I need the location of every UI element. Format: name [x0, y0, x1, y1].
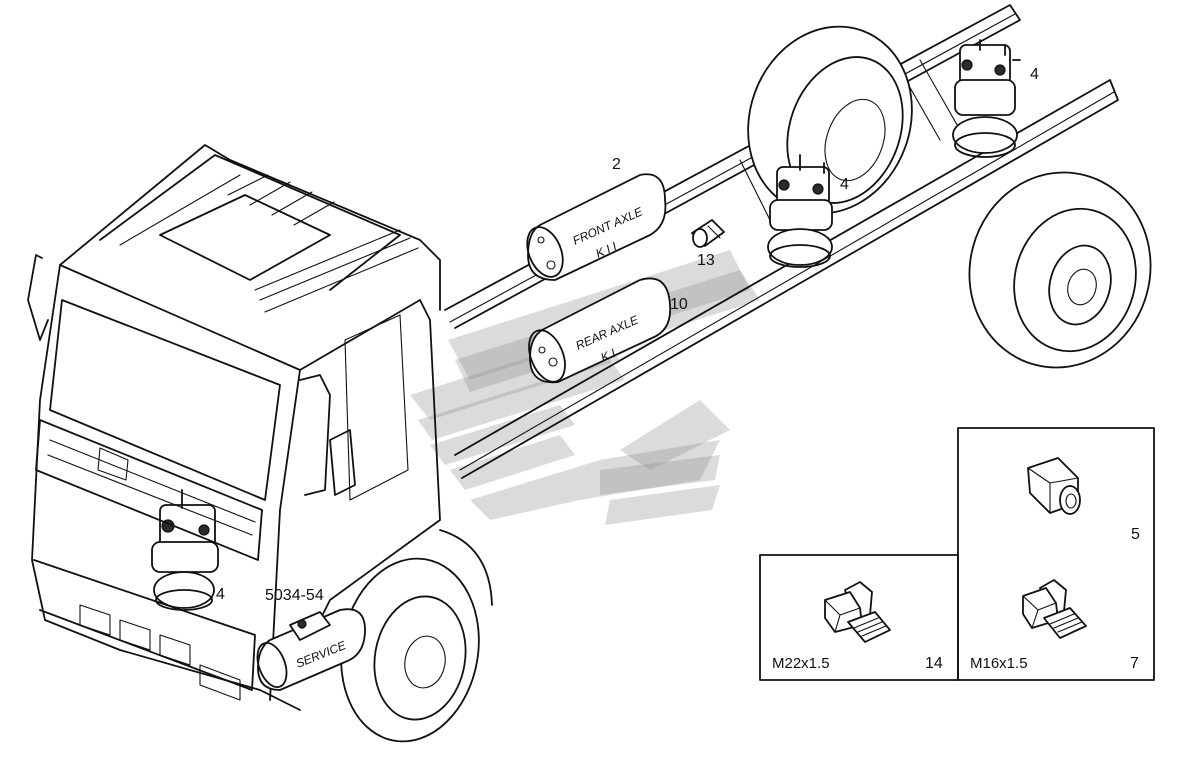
callout-rear-tank: 10	[670, 296, 688, 313]
callout-fitting-13: 13	[697, 252, 715, 269]
front-axle-tank: FRONT AXLE K I I	[526, 173, 667, 281]
callout-valve-front: 4	[216, 586, 225, 603]
callout-valve-rear: 4	[1030, 66, 1039, 83]
callout-fitting-m16: 7	[1130, 655, 1139, 672]
callout-front-tank: 2	[612, 156, 621, 173]
fitting-13	[691, 219, 725, 248]
callout-valve-mid: 4	[840, 176, 849, 193]
watermark-logo	[410, 250, 760, 525]
fitting-m22	[824, 581, 891, 643]
callout-fitting-m22: 14	[925, 655, 943, 672]
truck-cab	[27, 144, 441, 711]
relay-valve-rear	[952, 39, 1021, 158]
rear-wheel-lower	[968, 171, 1152, 369]
relay-valve-front	[151, 489, 219, 611]
inset-box-m22	[759, 554, 959, 681]
thread-label-m16: M16x1.5	[970, 655, 1028, 672]
relay-valve-mid	[767, 154, 833, 268]
callout-fitting-straight: 5	[1131, 526, 1140, 543]
inset-box-m16	[957, 427, 1155, 681]
callout-code: 5034-54	[265, 587, 324, 604]
rear-axle-tank: REAR AXLE K I	[528, 277, 672, 384]
rear-tank-label-line2: K I	[599, 346, 619, 365]
fitting-straight	[1027, 457, 1081, 515]
fitting-m16	[1022, 579, 1087, 639]
thread-label-m22: M22x1.5	[772, 655, 830, 672]
service-tank: SERVICE	[256, 608, 366, 691]
